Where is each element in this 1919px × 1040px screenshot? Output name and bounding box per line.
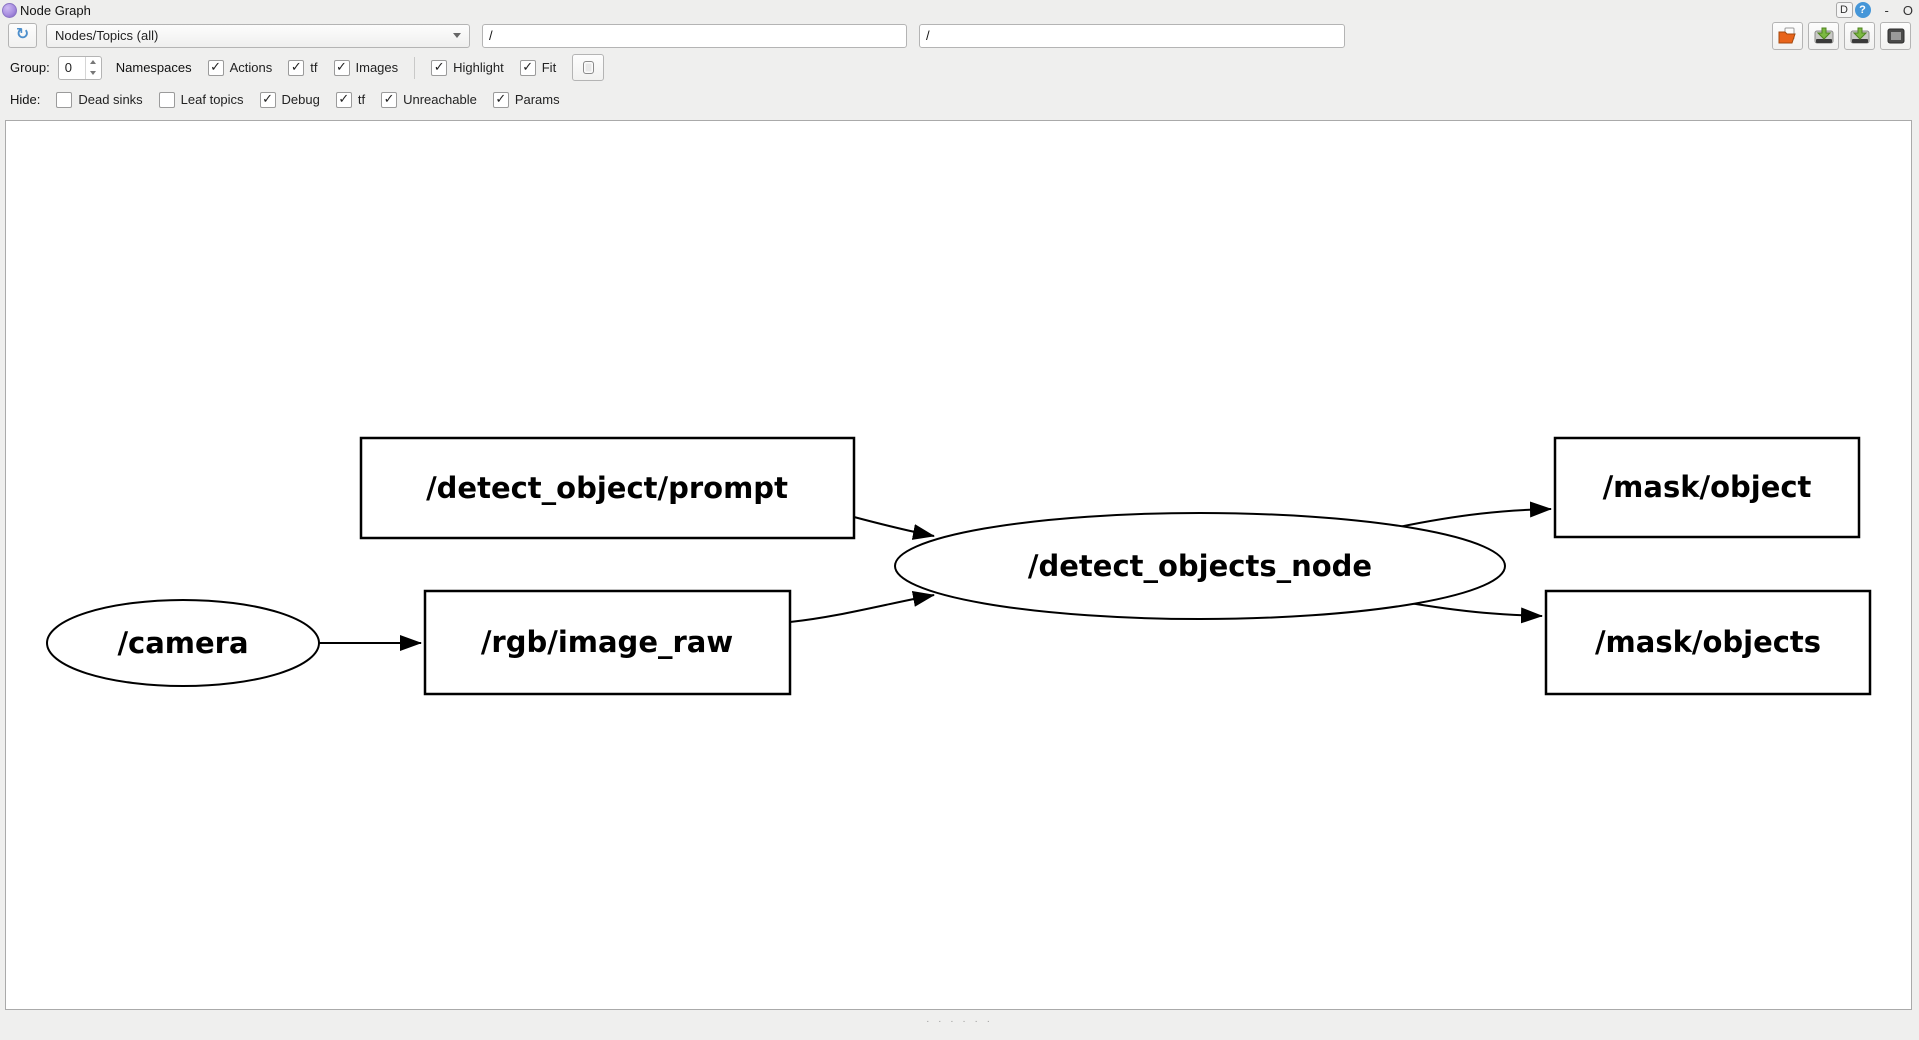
checkbox-actions[interactable]: Actions [207,59,272,76]
snapshot-button[interactable] [1880,21,1911,50]
spin-up-icon[interactable] [86,57,101,68]
save-image-button[interactable] [1844,21,1875,50]
window-title: Node Graph [20,2,91,18]
snapshot-icon [1887,28,1905,44]
checkbox-images[interactable]: Images [333,59,398,76]
load-dot-button[interactable] [1772,21,1803,50]
checkbox-fit-box[interactable] [519,59,536,76]
edge-detect-objects-node-to-mask-objects [1403,601,1543,624]
minimize-button[interactable]: - [1884,2,1889,18]
options-toolbar: Group: 0 Namespaces Actions tf Images Hi… [0,51,1919,84]
checkbox-tf[interactable]: tf [288,59,318,76]
window-titlebar: Node Graph D ? - O [0,0,1919,20]
checkbox-highlight[interactable]: Highlight [431,59,504,76]
checkbox-highlight-box[interactable] [431,59,448,76]
spin-down-icon[interactable] [86,68,101,79]
main-toolbar: ↻ Nodes/Topics (all) [0,20,1919,51]
checkbox-hide-tf[interactable]: tf [335,91,365,108]
group-spinbox[interactable]: 0 [57,55,102,80]
open-folder-icon [1778,27,1798,45]
node-mask-objects: /mask/objects [1544,589,1872,696]
splitter-handle[interactable]: · · · · · · [926,1016,993,1027]
refresh-icon: ↻ [15,25,30,43]
hide-toolbar: Hide: Dead sinks Leaf topics Debug tf Un… [0,84,1919,115]
node-rgb-image-raw: /rgb/image_raw [423,589,792,696]
checkbox-images-box[interactable] [333,59,350,76]
namespaces-label: Namespaces [115,60,192,75]
hide-label: Hide: [10,92,41,107]
chevron-down-icon [453,33,461,38]
checkbox-debug[interactable]: Debug [259,91,320,108]
checkbox-hide-tf-box[interactable] [335,91,352,108]
close-button[interactable]: O [1902,2,1913,18]
node-camera: /camera [46,599,320,687]
edge-detect-objects-node-to-mask-object [1393,501,1552,529]
node-detect-objects-node-label: /detect_objects_node [1028,549,1372,583]
node-mask-objects-label: /mask/objects [1595,625,1821,659]
graph-type-select[interactable]: Nodes/Topics (all) [46,23,470,48]
save-dot-button[interactable] [1808,21,1839,50]
checkbox-actions-box[interactable] [207,59,224,76]
checkbox-unreachable[interactable]: Unreachable [381,91,477,108]
checkbox-dead-sinks-box[interactable] [56,91,73,108]
checkbox-unreachable-box[interactable] [381,91,398,108]
fit-in-view-button[interactable] [572,54,605,81]
checkbox-leaf-topics-box[interactable] [158,91,175,108]
save-image-icon [1850,27,1870,45]
checkbox-fit[interactable]: Fit [519,59,556,76]
fit-in-view-icon [582,61,594,74]
group-value: 0 [64,60,72,75]
topic-filter-input[interactable] [919,23,1345,48]
edge-rgb-image-raw-to-detect-objects-node [789,591,935,623]
node-mask-object: /mask/object [1553,436,1861,539]
node-detect-objects-node: /detect_objects_node [894,512,1506,620]
checkbox-params-box[interactable] [492,91,509,108]
node-rgb-image-raw-label: /rgb/image_raw [481,625,733,659]
group-label: Group: [10,60,50,75]
edge-prompt-to-detect-objects-node [853,516,935,540]
checkbox-leaf-topics[interactable]: Leaf topics [158,91,244,108]
node-detect-object-prompt: /detect_object/prompt [359,436,856,540]
refresh-button[interactable]: ↻ [8,23,37,48]
help-icon[interactable]: ? [1854,2,1871,18]
dock-button[interactable]: D [1835,2,1853,18]
save-dot-icon [1814,27,1834,45]
node-detect-object-prompt-label: /detect_object/prompt [426,471,788,505]
checkbox-debug-box[interactable] [259,91,276,108]
checkbox-dead-sinks[interactable]: Dead sinks [56,91,143,108]
status-strip: · · · · · · [0,1011,1919,1040]
checkbox-params[interactable]: Params [492,91,560,108]
toolbar-separator [414,56,416,79]
node-camera-label: /camera [117,626,248,660]
node-mask-object-label: /mask/object [1603,470,1812,504]
graph-type-value: Nodes/Topics (all) [55,28,159,43]
app-icon [2,2,17,18]
namespace-filter-input[interactable] [482,23,907,48]
graph-canvas[interactable]: /camera /rgb/image_raw /detect_object/pr… [5,120,1912,1010]
checkbox-tf-box[interactable] [288,59,305,76]
